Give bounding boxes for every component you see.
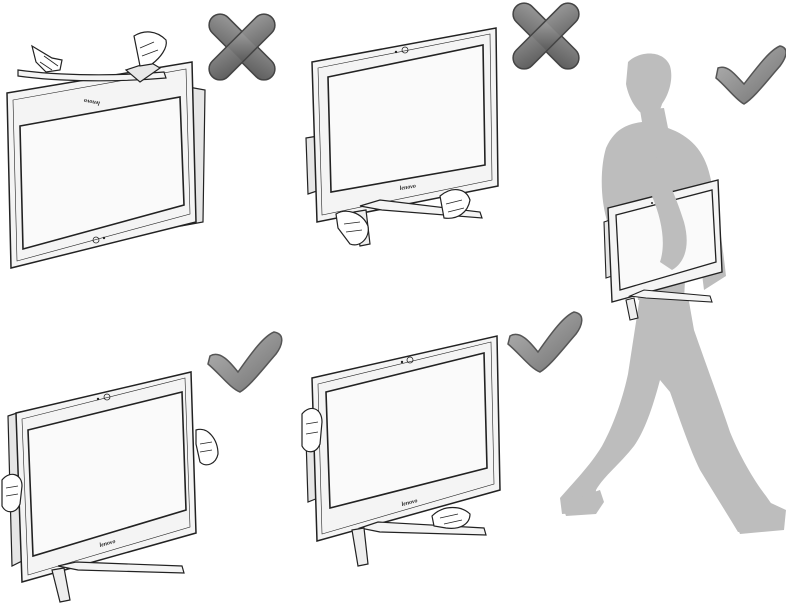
stand	[625, 289, 713, 321]
hand-icon	[335, 210, 369, 246]
x-mark-icon	[208, 13, 276, 81]
monitor: lenovo	[305, 335, 501, 542]
hand-icon	[431, 506, 471, 529]
hand-icon	[439, 189, 471, 219]
hand-icon	[1, 473, 23, 513]
stand	[51, 561, 185, 603]
check-mark-icon	[207, 331, 283, 393]
monitor-brand-label: lenovo	[401, 498, 418, 508]
check-mark-icon	[507, 311, 583, 373]
monitor: lenovo	[6, 61, 206, 269]
check-mark-icon	[715, 45, 786, 105]
monitor-brand-label: lenovo	[399, 183, 416, 191]
arm-silhouette	[652, 150, 687, 270]
panel-carry-by-top-edge: lenovo	[6, 13, 276, 269]
monitor: lenovo	[305, 27, 499, 223]
hand-icon	[195, 428, 219, 466]
monitor-brand-label: lenovo	[83, 97, 100, 106]
panel-carry-by-both-sides: lenovo	[1, 331, 283, 603]
monitor: lenovo	[7, 371, 197, 583]
hand-icon	[31, 44, 63, 73]
panel-carry-by-stand-and-bottom: lenovo	[305, 2, 580, 247]
hand-icon	[301, 407, 323, 453]
x-mark-icon	[512, 2, 580, 70]
monitor-brand-label: lenovo	[99, 539, 116, 549]
panel-carry-by-side-and-base: lenovo	[301, 311, 583, 567]
panel-carry-under-arm	[560, 45, 786, 534]
hand-icon	[133, 31, 167, 67]
stand	[351, 521, 487, 567]
